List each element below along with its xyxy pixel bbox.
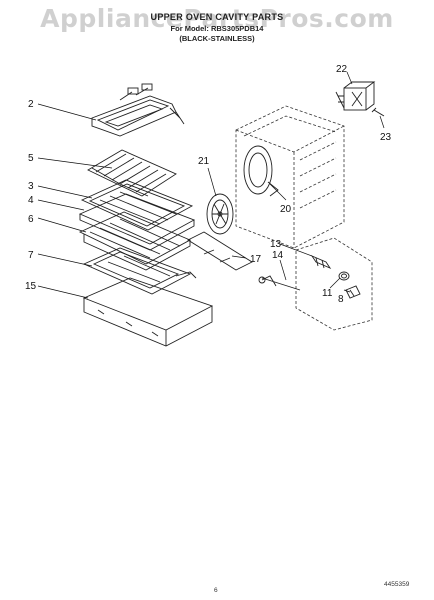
- callout-8: 8: [338, 294, 344, 305]
- callout-5: 5: [28, 153, 34, 164]
- color-variant: (BLACK-STAINLESS): [179, 34, 255, 43]
- callout-23: 23: [380, 132, 392, 143]
- callout-11: 11: [322, 288, 333, 299]
- leader-lines: [37, 71, 385, 299]
- broil-element-part: [91, 83, 185, 137]
- callout-2: 2: [28, 99, 34, 110]
- callout-15: 15: [25, 281, 37, 292]
- callout-17: 17: [250, 254, 262, 265]
- fan-motor-part: [335, 81, 376, 111]
- callout-7: 7: [28, 250, 34, 261]
- broiler-grid-part: [80, 179, 194, 231]
- oven-cavity-part: [235, 105, 345, 249]
- document-number: 4455359: [384, 581, 410, 588]
- callout-22: 22: [336, 64, 348, 75]
- callout-6: 6: [28, 214, 34, 225]
- oven-rack-part: [87, 149, 177, 197]
- bake-element-part: [82, 247, 197, 295]
- diagram-title: UPPER OVEN CAVITY PARTS: [150, 12, 284, 22]
- bracket-part: [187, 231, 253, 271]
- convection-fan-part: [206, 193, 234, 235]
- screw-part: [371, 107, 385, 117]
- drip-tray-part: [82, 277, 214, 347]
- callout-20: 20: [280, 204, 292, 215]
- callout-13: 13: [270, 239, 282, 250]
- model-number: For Model: RBS305PDB14: [170, 24, 264, 33]
- callout-21: 21: [198, 156, 210, 167]
- callout-14: 14: [272, 250, 284, 261]
- page-number: 6: [214, 587, 218, 594]
- callout-4: 4: [28, 195, 34, 206]
- callout-3: 3: [28, 181, 34, 192]
- sensor-assembly-part: [258, 237, 373, 331]
